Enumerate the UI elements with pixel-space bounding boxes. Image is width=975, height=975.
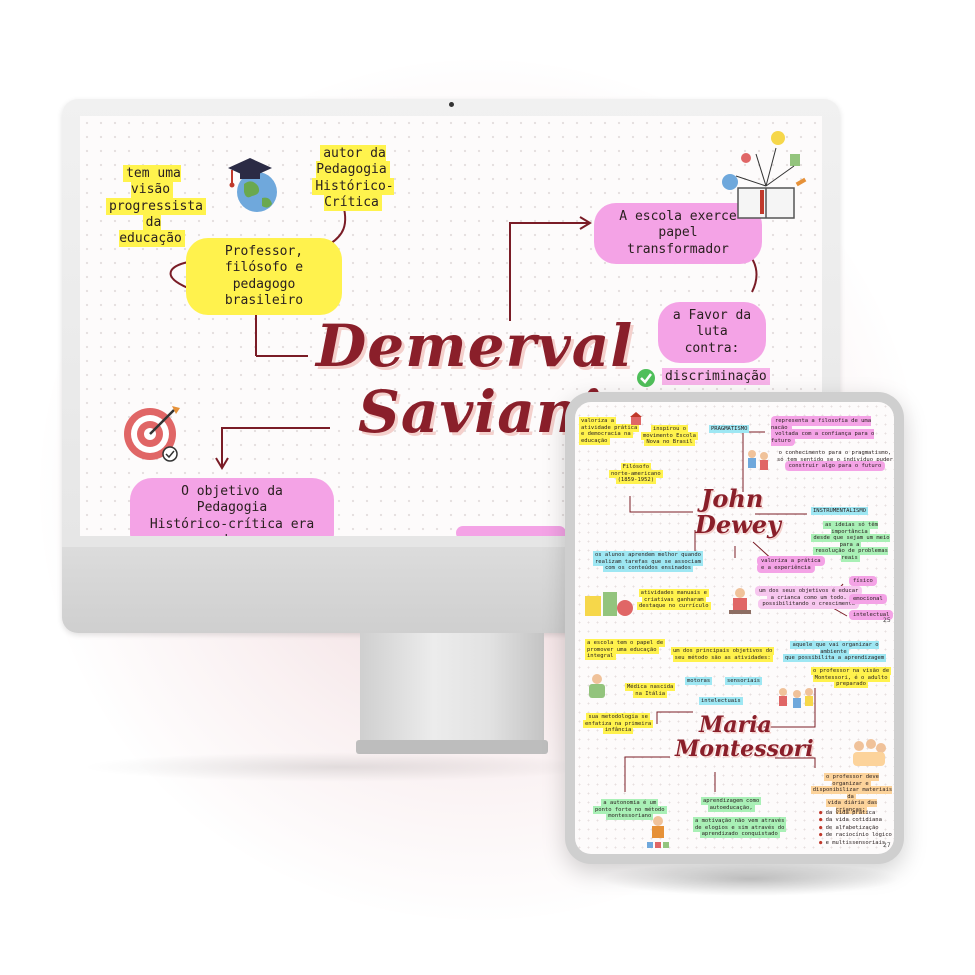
dewey-fisico: físico xyxy=(849,576,877,586)
title-first-name: Demerval xyxy=(316,312,634,380)
dewey-emocional: emocional xyxy=(849,594,887,604)
classroom-kids-icon xyxy=(779,688,813,708)
node-professor-line2: pedagogo brasileiro xyxy=(224,276,304,308)
node-visao-line2: progressista xyxy=(106,197,206,215)
woman-child-icon xyxy=(589,674,605,698)
monitor-stand xyxy=(360,633,544,745)
craft-materials-icon xyxy=(585,592,633,616)
node-autor: autor da Pedagogia Histórico-Crítica xyxy=(286,145,420,211)
school-icon xyxy=(630,412,642,425)
mont-autonomia: a autonomia é um ponto forte no método m… xyxy=(593,799,667,821)
mont-medica: Médica nascida na Itália xyxy=(625,683,676,698)
node-escola-line2: papel transformador xyxy=(627,225,729,257)
dewey-instrumentalismo: INSTRUMENTALISMO xyxy=(811,507,868,515)
mont-metodologia: sua metodologia se enfatiza na primeira … xyxy=(583,713,654,735)
tablet-shadow xyxy=(600,862,900,896)
mont-motivacao: a motivação não vem através de elogios e… xyxy=(693,817,787,839)
mont-objetivos: um dos principais objetivos do seu métod… xyxy=(671,647,775,662)
dewey-title-first: John xyxy=(701,484,764,513)
globe-graduation-cap-icon xyxy=(228,158,277,212)
node-objetivo: O objetivo da Pedagogia Histórico-crític… xyxy=(130,478,334,536)
dewey-objetivos: um dos seus objetivos é educar a criança… xyxy=(755,586,863,610)
node-favor-line1: a Favor da xyxy=(672,308,752,323)
dewey-conhecimento: o conhecimento para o pragmatismo, só te… xyxy=(777,450,893,472)
tablet-connector-lines xyxy=(624,431,848,792)
node-favor-line2: luta contra: xyxy=(684,324,740,356)
mont-autoeducacao: aprendizagem como autoeducação, xyxy=(701,797,762,812)
node-professor-line1: Professor, filósofo e xyxy=(224,244,304,276)
children-group-icon xyxy=(853,739,886,766)
node-visao-line3: da educação xyxy=(119,213,185,247)
node-autor-line2: Histórico-Crítica xyxy=(312,177,394,211)
dewey-pragmatismo: PRAGMATISMO xyxy=(709,425,750,433)
children-icon xyxy=(748,450,768,470)
dewey-page-number: 25 xyxy=(883,617,891,624)
node-objetivo-line1: O objetivo da Pedagogia xyxy=(181,484,283,516)
tablet-screen: valoriza a atividade prática e democraci… xyxy=(575,402,894,854)
node-favor: a Favor da luta contra: xyxy=(658,302,766,363)
target-icon xyxy=(124,406,180,462)
monitor-foot xyxy=(356,740,548,754)
dewey-ideias: as ideias só têm importância desde que s… xyxy=(811,521,890,562)
monitor-shadow xyxy=(80,752,600,782)
dewey-valoriza: valoriza a atividade prática e democraci… xyxy=(579,417,640,445)
node-objetivo-line2: Histórico-crítica era de: xyxy=(149,516,315,537)
node-escola: A escola exerce papel transformador xyxy=(594,203,762,264)
node-professor: Professor, filósofo e pedagogo brasileir… xyxy=(186,238,342,315)
title-last-name: Saviani xyxy=(358,378,602,446)
node-discriminacao: discriminação xyxy=(662,368,770,385)
mont-professor-deve: o professor deve organizar e disponibili… xyxy=(810,773,893,814)
dewey-inspirou: inspirou o movimento Escola Nova no Bras… xyxy=(641,425,698,447)
dewey-title-last: Dewey xyxy=(695,510,781,539)
node-visao-line1: tem uma visão xyxy=(123,165,181,199)
mont-escola: a escola tem o papel de promover uma edu… xyxy=(585,639,666,661)
mont-intelectuais: intelectuais xyxy=(699,697,743,705)
books-ideas-icon xyxy=(722,131,807,219)
partial-bubble xyxy=(456,526,566,536)
mont-aquele: aquele que vai organizar o ambiente que … xyxy=(782,641,887,663)
dewey-alunos: os alunos aprendem melhor quando realiza… xyxy=(593,551,703,573)
mont-sensoriais: sensoriais xyxy=(725,677,763,685)
mont-page-number: 27 xyxy=(883,842,891,849)
boy-blocks-icon xyxy=(647,816,669,848)
montessori-title-first: Maria xyxy=(699,712,772,738)
dewey-filosofo: Filósofo norte-americano (1859-1952) xyxy=(609,463,663,485)
mont-materiais-list: ● da vida prática ● da vida cotidiana ● … xyxy=(819,810,892,846)
node-visao: tem uma visão progressista da educação xyxy=(106,165,206,247)
mont-professor: o professor na visão de Montessori, é o … xyxy=(811,667,892,689)
node-escola-line1: A escola exerce xyxy=(619,209,737,224)
montessori-title-last: Montessori xyxy=(675,736,814,762)
dewey-intelectual: intelectual xyxy=(849,610,894,620)
girl-reading-icon xyxy=(729,588,751,614)
checkmark-icon xyxy=(637,369,655,387)
mont-motoras: motoras xyxy=(685,677,713,685)
node-autor-line1: autor da Pedagogia xyxy=(316,145,390,179)
dewey-valoriza-pratica: valoriza a prática e a experiência xyxy=(757,556,825,573)
camera xyxy=(449,102,454,107)
dewey-representa: representa a filosofia de uma nação volt… xyxy=(771,416,875,446)
dewey-atividades: atividades manuais e criativas ganharam … xyxy=(637,589,711,611)
